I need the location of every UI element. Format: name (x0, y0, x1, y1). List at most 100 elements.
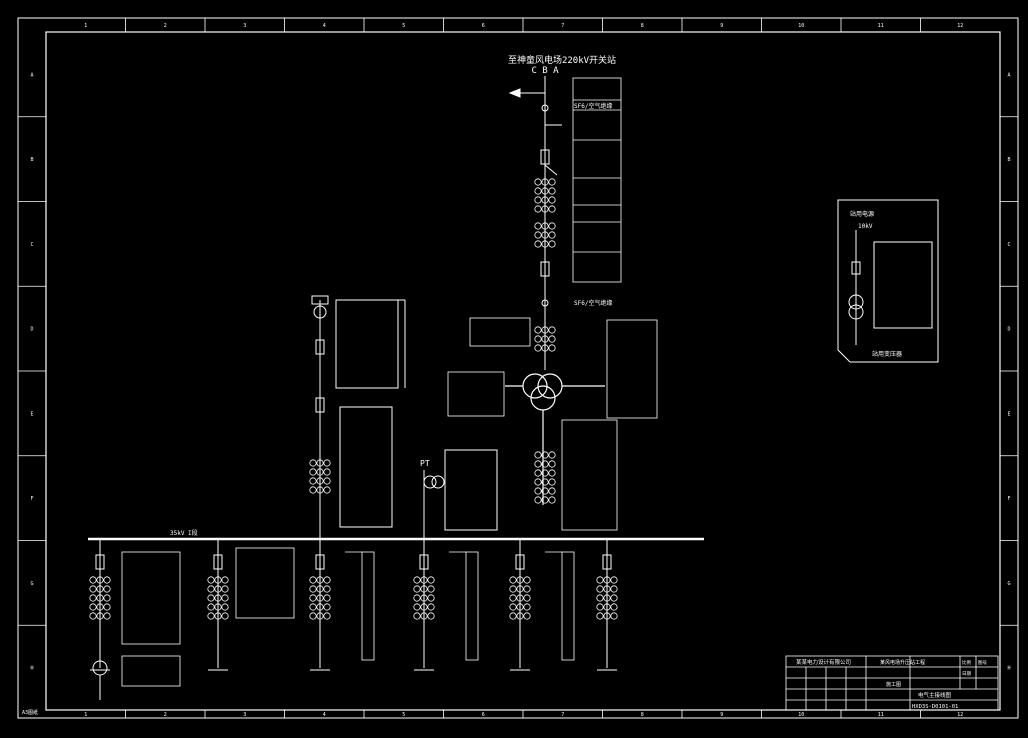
current-transformer-symbol (596, 603, 604, 611)
aux-power-box (837, 199, 939, 363)
column-number: 3 (243, 712, 246, 718)
current-transformer-symbol (316, 585, 324, 593)
current-transformer-symbol (541, 222, 549, 230)
current-transformer-symbol (603, 576, 611, 584)
current-transformer-symbol (548, 460, 556, 468)
feeder-breaker (95, 554, 105, 570)
aux-box-footer: 站用变压器 (872, 350, 902, 358)
row-letter: B (30, 157, 33, 163)
current-transformer-symbol (548, 240, 556, 248)
current-transformer-symbol (603, 612, 611, 620)
current-transformer-symbol (214, 594, 222, 602)
current-transformer-symbol (316, 612, 324, 620)
phase-label: C B A (531, 66, 559, 76)
title-block-scale: 比例 (962, 659, 971, 666)
current-transformer-symbol (534, 335, 542, 343)
current-transformer-symbol (316, 603, 324, 611)
current-transformer-symbol (534, 496, 542, 504)
current-transformer-symbol (323, 612, 331, 620)
column-number: 5 (402, 23, 405, 29)
current-transformer-symbol (534, 187, 542, 195)
current-transformer-symbol (523, 585, 531, 593)
current-transformer-symbol (309, 594, 317, 602)
current-transformer-symbol (89, 594, 97, 602)
current-transformer-symbol (89, 603, 97, 611)
column-number: 10 (798, 712, 804, 718)
current-transformer-symbol (610, 576, 618, 584)
main-transformer (505, 373, 605, 505)
current-transformer-symbol (323, 585, 331, 593)
current-transformer-symbol (541, 335, 549, 343)
current-transformer-symbol (214, 576, 222, 584)
current-transformer-symbol (509, 576, 517, 584)
current-transformer-symbol (207, 603, 215, 611)
current-transformer-symbol (509, 594, 517, 602)
current-transformer-symbol (96, 585, 104, 593)
current-transformer-symbol (103, 585, 111, 593)
feeder-cabinet-tag (361, 551, 375, 661)
current-transformer-symbol (516, 594, 524, 602)
current-transformer-symbol (103, 603, 111, 611)
column-number: 2 (164, 712, 167, 718)
current-transformer-symbol (420, 576, 428, 584)
current-transformer-symbol (420, 612, 428, 620)
current-transformer-symbol (103, 594, 111, 602)
main-feeder-spec-table (572, 77, 622, 283)
current-transformer-symbol (534, 178, 542, 186)
column-number: 9 (720, 712, 723, 718)
current-transformer-symbol (309, 477, 317, 485)
column-number: 2 (164, 23, 167, 29)
current-transformer-symbol (610, 603, 618, 611)
current-transformer-symbol (541, 460, 549, 468)
current-transformer-symbol (541, 469, 549, 477)
feeder-breaker (419, 554, 429, 570)
row-letter: A (30, 72, 33, 78)
current-transformer-symbol (413, 576, 421, 584)
aux-box-voltage: 10kV (858, 223, 873, 230)
title-block-date: 日期 (962, 671, 971, 677)
current-transformer-symbol (534, 451, 542, 459)
current-transformer-symbol (516, 612, 524, 620)
current-transformer-symbol (309, 612, 317, 620)
current-transformer-symbol (548, 496, 556, 504)
current-transformer-symbol (548, 205, 556, 213)
feeder-cabinet-tag (465, 551, 479, 661)
current-transformer-symbol (509, 585, 517, 593)
current-transformer-symbol (413, 603, 421, 611)
current-transformer-symbol (541, 451, 549, 459)
current-transformer-symbol (534, 222, 542, 230)
pt-feeder (423, 449, 498, 540)
current-transformer-symbol (207, 612, 215, 620)
column-number: 7 (561, 712, 564, 718)
row-letter: H (30, 666, 33, 672)
current-transformer-symbol (516, 603, 524, 611)
current-transformer-symbol (221, 576, 229, 584)
current-transformer-symbol (534, 469, 542, 477)
bus-label: 35kV I段 (170, 529, 198, 537)
row-letter: D (30, 327, 33, 333)
current-transformer-symbol (541, 178, 549, 186)
column-number: 1 (84, 23, 87, 29)
current-transformer-symbol (214, 603, 222, 611)
current-transformer-symbol (309, 585, 317, 593)
current-transformer-symbol (534, 196, 542, 204)
current-transformer-symbol (596, 585, 604, 593)
aux-box-title: 站用电源 (850, 210, 874, 218)
title-block-company: 某某电力设计有限公司 (796, 658, 851, 666)
current-transformer-symbol (207, 594, 215, 602)
current-transformer-symbol (534, 240, 542, 248)
current-transformer-symbol (534, 205, 542, 213)
main-incoming-feeder (508, 76, 562, 370)
row-letter: A (1007, 72, 1010, 78)
current-transformer-symbol (610, 585, 618, 593)
corner-tag: A3图纸 (22, 709, 38, 716)
current-transformer-symbol (413, 585, 421, 593)
current-transformer-symbol (603, 603, 611, 611)
current-transformer-symbol (103, 576, 111, 584)
current-transformer-symbol (323, 459, 331, 467)
column-number: 6 (482, 712, 485, 718)
current-transformer-symbol (221, 603, 229, 611)
